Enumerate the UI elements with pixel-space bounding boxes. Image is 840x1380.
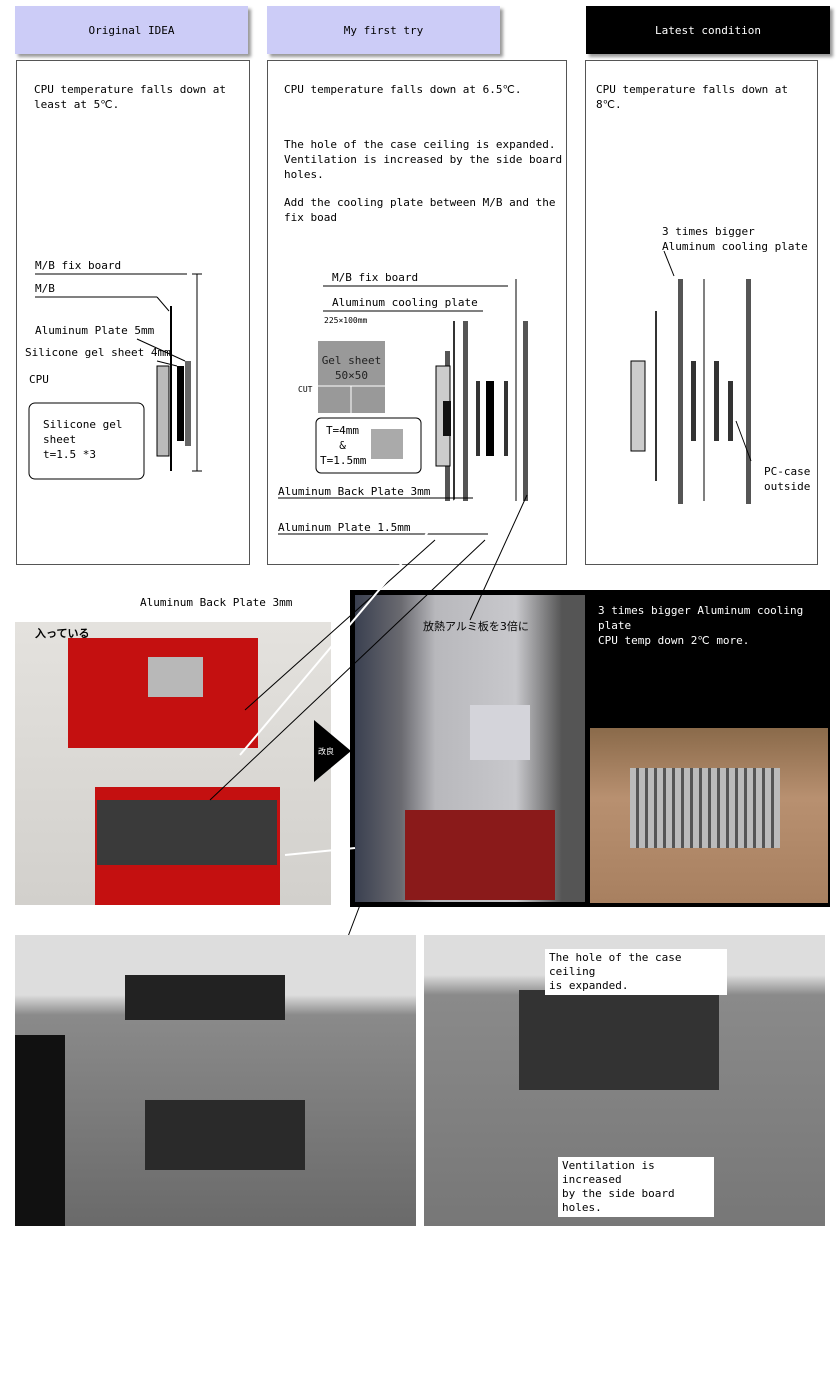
paragraph-ventilation: The hole of the case ceiling is expanded… — [284, 138, 563, 181]
label-cpu: CPU — [29, 373, 49, 386]
panel-first-try: CPU temperature falls down at 6.5℃. The … — [267, 60, 567, 565]
summary-text: CPU temperature falls down at least at 5… — [34, 83, 227, 111]
label-size: 225×100mm — [324, 316, 368, 325]
result-box: 放熱アルミ板を3倍に 3 times bigger Aluminum cooli… — [350, 590, 830, 907]
label-aluminum-plate: Aluminum Plate 1.5mm — [278, 521, 411, 534]
original-diagram — [28, 273, 202, 480]
caption-ceiling: The hole of the case ceiling is expanded… — [545, 949, 727, 995]
tab-original-idea: Original IDEA — [15, 6, 248, 54]
plate-highlight — [470, 705, 530, 760]
arrow-label: 改良 — [318, 747, 334, 756]
panel-original-idea: CPU temperature falls down at least at 5… — [16, 60, 250, 565]
cooling-plate — [97, 800, 277, 865]
latest-diagram — [630, 250, 752, 504]
tab-label: Latest condition — [655, 23, 761, 37]
case-opening — [125, 975, 285, 1020]
label-thickness: T=4mm & T=1.5mm — [320, 424, 367, 467]
case-shadow — [15, 1035, 65, 1226]
label-gel-sheet: Silicone gel sheet 4mm — [25, 346, 171, 359]
photo-motherboard: 入っている — [15, 622, 331, 905]
paragraph-cooling-plate: Add the cooling plate between M/B and th… — [284, 196, 556, 224]
motherboard-edge — [405, 810, 555, 900]
back-plate — [148, 657, 203, 697]
ceiling-hole — [519, 990, 719, 1090]
label-bigger-plate: 3 times bigger Aluminum cooling plate — [662, 225, 808, 253]
cooling-fins — [630, 768, 780, 848]
label-cut: CUT — [298, 385, 313, 394]
tab-first-try: My first try — [267, 6, 500, 54]
label-mb: M/B — [35, 282, 55, 295]
tab-label: Original IDEA — [88, 23, 175, 37]
label-aluminum-plate: Aluminum Plate 5mm — [35, 324, 155, 337]
label-pc-case-outside: PC-case outside — [764, 465, 811, 493]
photo-case-side — [15, 935, 416, 1226]
label-back-plate: Aluminum Back Plate 3mm — [278, 485, 431, 498]
jp-note: 入っている — [35, 627, 90, 640]
photo-label: 放熱アルミ板を3倍に — [423, 620, 529, 633]
panel-latest-condition: CPU temperature falls down at 8℃. 3 time… — [585, 60, 818, 565]
callout-silicone-gel: Silicone gel sheet t=1.5 *3 — [43, 418, 123, 461]
label-gel-sheet: Gel sheet 50×50 — [321, 354, 382, 382]
label-back-plate-photo: Aluminum Back Plate 3mm — [140, 596, 293, 609]
photo-cooling-plate: 放熱アルミ板を3倍に — [355, 595, 585, 902]
photo-top-view — [590, 728, 828, 903]
label-fix-board: M/B fix board — [332, 271, 419, 284]
label-fix-board: M/B fix board — [35, 259, 122, 272]
tab-latest-condition: Latest condition — [586, 6, 830, 54]
back-plate-visible — [145, 1100, 305, 1170]
first-try-diagram — [278, 279, 528, 535]
label-cooling-plate: Aluminum cooling plate — [332, 296, 478, 309]
summary-text: CPU temperature falls down at 8℃. — [596, 83, 789, 111]
tab-label: My first try — [343, 23, 424, 37]
headline: 3 times bigger Aluminum cooling plate — [598, 604, 804, 632]
temp-note: CPU temp down 2℃ more. — [598, 634, 750, 647]
photo-case-top: The hole of the case ceiling is expanded… — [424, 935, 825, 1226]
summary-text: CPU temperature falls down at 6.5℃. — [284, 83, 522, 96]
caption-ventilation: Ventilation is increased by the side boa… — [558, 1157, 714, 1217]
